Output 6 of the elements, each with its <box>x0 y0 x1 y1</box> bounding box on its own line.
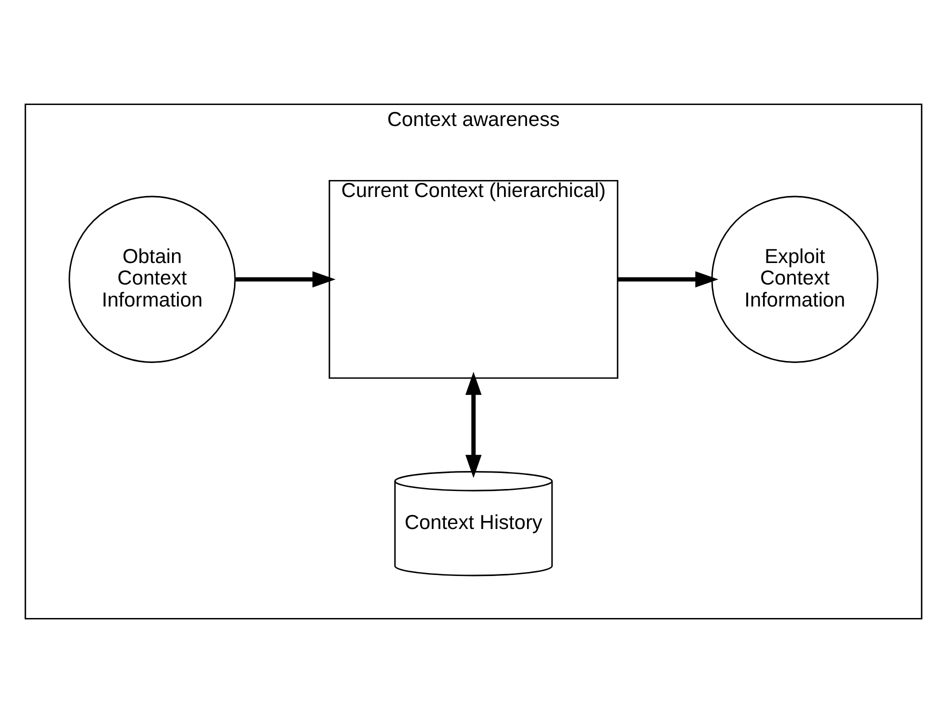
node-circle: Obtain Context Information <box>68 196 236 363</box>
arrow <box>236 271 336 288</box>
arrow <box>465 372 482 478</box>
node-box: Current Context (hierarchical) <box>328 180 618 379</box>
node-circle: Exploit Context Information <box>711 196 878 363</box>
arrow <box>618 271 718 288</box>
